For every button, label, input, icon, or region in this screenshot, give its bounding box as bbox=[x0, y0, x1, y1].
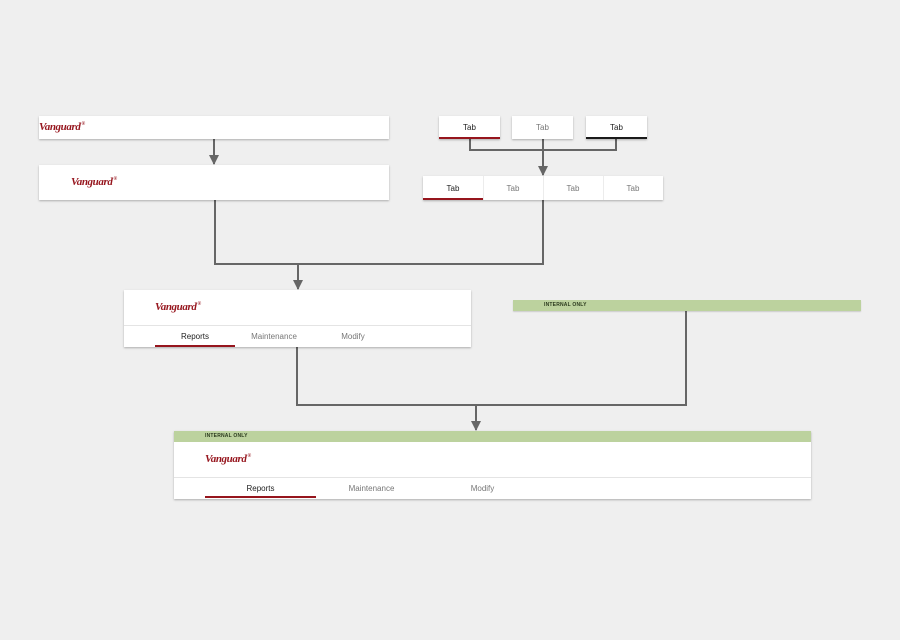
line-combined-to-merge bbox=[296, 311, 687, 406]
tab-active-underline bbox=[155, 345, 235, 347]
tab-example-unselected[interactable]: Tab bbox=[512, 116, 573, 139]
tab-label: Tab bbox=[463, 123, 476, 132]
final-header: INTERNAL ONLY Vanguard® Reports Maintena… bbox=[174, 431, 811, 499]
tab-example-selected-black[interactable]: Tab bbox=[586, 116, 647, 139]
vanguard-logo: Vanguard® bbox=[205, 453, 251, 465]
banner-label: INTERNAL ONLY bbox=[205, 433, 248, 439]
vanguard-logo: Vanguard® bbox=[71, 176, 117, 188]
tab-bar-item-2[interactable]: Tab bbox=[506, 184, 520, 193]
line-header-to-merge bbox=[214, 199, 544, 265]
tab-bar: Tab Tab Tab Tab bbox=[423, 176, 663, 200]
tab-divider bbox=[603, 176, 604, 200]
vanguard-logo: Vanguard® bbox=[155, 301, 201, 313]
tab-active-underline bbox=[586, 137, 647, 139]
tab-maintenance[interactable]: Maintenance bbox=[251, 332, 297, 341]
tab-label: Tab bbox=[610, 123, 623, 132]
tab-reports[interactable]: Reports bbox=[246, 484, 275, 493]
tab-modify[interactable]: Modify bbox=[341, 332, 365, 341]
internal-only-banner: INTERNAL ONLY bbox=[174, 431, 811, 442]
header-narrow: Vanguard® bbox=[39, 116, 389, 139]
header-divider bbox=[124, 325, 471, 326]
tab-active-underline bbox=[205, 496, 316, 498]
line-tab-right bbox=[543, 139, 617, 151]
tab-maintenance[interactable]: Maintenance bbox=[348, 484, 395, 493]
tab-bar-item-4[interactable]: Tab bbox=[626, 184, 640, 193]
vanguard-logo: Vanguard® bbox=[39, 121, 85, 133]
header-divider bbox=[174, 477, 811, 478]
tab-reports[interactable]: Reports bbox=[180, 332, 209, 341]
tab-divider bbox=[543, 176, 544, 200]
header-wide: Vanguard® bbox=[39, 165, 389, 200]
tab-divider bbox=[483, 176, 484, 200]
combined-header: Vanguard® Reports Maintenance Modify bbox=[124, 290, 471, 347]
tab-modify[interactable]: Modify bbox=[470, 484, 495, 493]
tab-active-underline bbox=[439, 137, 500, 139]
tab-bar-item-1[interactable]: Tab bbox=[446, 184, 460, 193]
tab-bar-item-3[interactable]: Tab bbox=[566, 184, 580, 193]
tab-active-underline bbox=[423, 198, 483, 200]
tab-example-selected-red[interactable]: Tab bbox=[439, 116, 500, 139]
tab-label: Tab bbox=[536, 123, 549, 132]
banner-label: INTERNAL ONLY bbox=[544, 302, 587, 308]
line-tab-left bbox=[469, 139, 543, 151]
internal-only-banner: INTERNAL ONLY bbox=[513, 300, 861, 311]
